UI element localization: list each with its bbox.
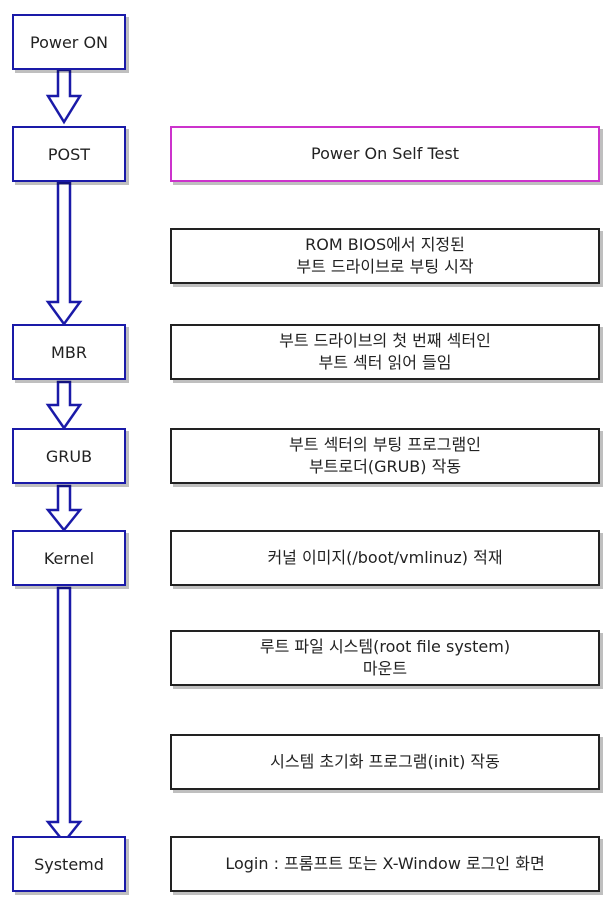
stage-grub: GRUB (12, 428, 126, 484)
desc-text: 커널 이미지(/boot/vmlinuz) 적재 (267, 548, 503, 567)
desc-grub: 부트 섹터의 부팅 프로그램인 부트로더(GRUB) 작동 (170, 428, 600, 484)
desc-text: Login : 프롬프트 또는 X-Window 로그인 화면 (225, 854, 545, 873)
stage-label: Systemd (34, 854, 104, 874)
desc-text: 부트 섹터의 부팅 프로그램인 부트로더(GRUB) 작동 (289, 435, 481, 476)
arrow-poweron-post (45, 68, 83, 125)
stage-mbr: MBR (12, 324, 126, 380)
arrow-kernel-systemd (45, 586, 83, 845)
stage-power-on: Power ON (12, 14, 126, 70)
arrow-post-mbr (45, 181, 83, 327)
stage-label: Power ON (29, 32, 109, 52)
arrow-mbr-grub (45, 380, 83, 431)
arrow-grub-kernel (45, 484, 83, 533)
desc-login: Login : 프롬프트 또는 X-Window 로그인 화면 (170, 836, 600, 892)
desc-rom-bios: ROM BIOS에서 지정된 부트 드라이브로 부팅 시작 (170, 228, 600, 284)
stage-label: MBR (51, 342, 87, 362)
desc-text: 시스템 초기화 프로그램(init) 작동 (270, 752, 500, 771)
desc-text: 부트 드라이브의 첫 번째 섹터인 부트 섹터 읽어 들임 (279, 331, 491, 372)
stage-label: POST (47, 144, 91, 164)
stage-post: POST (12, 126, 126, 182)
stage-kernel: Kernel (12, 530, 126, 586)
desc-rootfs: 루트 파일 시스템(root file system) 마운트 (170, 630, 600, 686)
desc-kernel: 커널 이미지(/boot/vmlinuz) 적재 (170, 530, 600, 586)
desc-post: Power On Self Test (170, 126, 600, 182)
stage-systemd: Systemd (12, 836, 126, 892)
desc-mbr: 부트 드라이브의 첫 번째 섹터인 부트 섹터 읽어 들임 (170, 324, 600, 380)
stage-label: Kernel (43, 548, 95, 568)
desc-init: 시스템 초기화 프로그램(init) 작동 (170, 734, 600, 790)
desc-text: ROM BIOS에서 지정된 부트 드라이브로 부팅 시작 (296, 235, 474, 276)
desc-text: Power On Self Test (311, 144, 459, 163)
desc-text: 루트 파일 시스템(root file system) 마운트 (259, 637, 511, 678)
stage-label: GRUB (45, 446, 93, 466)
